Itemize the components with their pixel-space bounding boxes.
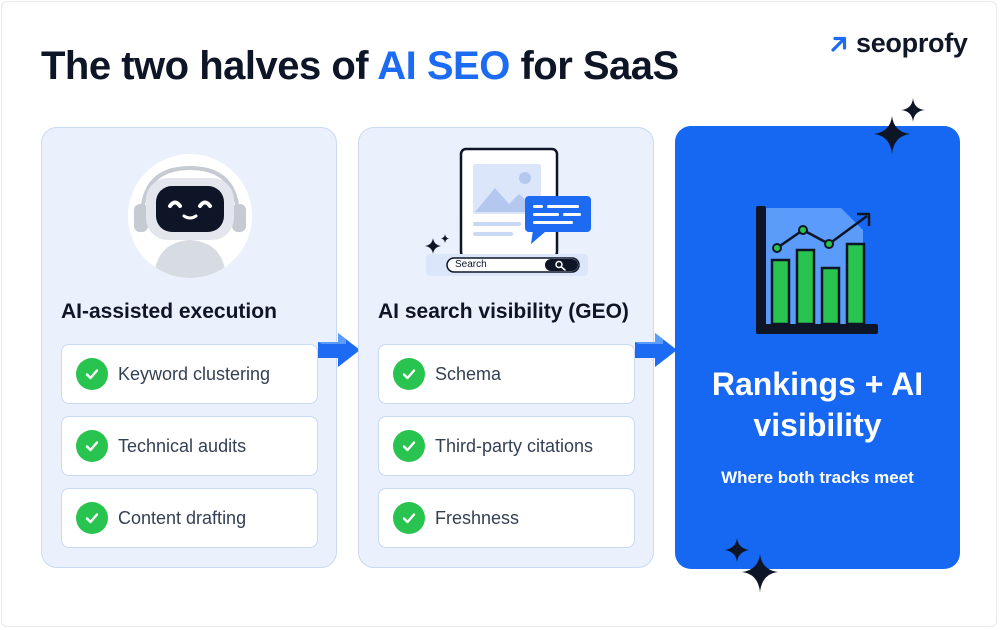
list-item: Schema xyxy=(378,344,635,404)
check-icon xyxy=(76,358,108,390)
bar-chart-icon xyxy=(756,206,878,334)
list-item: Technical audits xyxy=(61,416,318,476)
title-suffix: for SaaS xyxy=(509,44,679,88)
brand-arrow-icon xyxy=(831,36,847,52)
check-icon xyxy=(393,430,425,462)
list-item: Third-party citations xyxy=(378,416,635,476)
arrow-icon xyxy=(635,333,677,367)
brand-name: seoprofy xyxy=(856,28,968,58)
sparkle-icon xyxy=(874,98,925,154)
list-item-label: Freshness xyxy=(435,507,520,528)
sparkle-icon xyxy=(725,538,778,592)
list-item-label: Third-party citations xyxy=(435,435,594,456)
title-prefix: The two halves of xyxy=(41,44,378,88)
result-subtitle: Where both tracks meet xyxy=(721,468,914,487)
ai-execution-panel: AI-assisted execution Keyword clustering… xyxy=(41,127,337,568)
search-label: Search xyxy=(455,259,487,270)
check-icon xyxy=(76,430,108,462)
robot-icon xyxy=(128,154,252,278)
list-item: Content drafting xyxy=(61,488,318,548)
list-item-label: Content drafting xyxy=(118,507,247,528)
list-item-label: Schema xyxy=(435,363,502,384)
arrow-icon xyxy=(318,333,360,367)
search-page-icon xyxy=(425,147,591,276)
brand-logo: seoprofy xyxy=(830,28,968,59)
page-title: The two halves of AI SEO for SaaS xyxy=(41,44,679,89)
panel-heading: AI-assisted execution xyxy=(61,300,277,323)
list-item-label: Technical audits xyxy=(118,435,247,456)
title-highlight: AI SEO xyxy=(377,44,510,88)
result-title: Rankings + AI visibility xyxy=(711,366,924,443)
check-icon xyxy=(76,502,108,534)
check-icon xyxy=(393,358,425,390)
list-item: Freshness xyxy=(378,488,635,548)
panel-heading: AI search visibility (GEO) xyxy=(378,300,629,323)
result-panel: Rankings + AI visibility Where both trac… xyxy=(675,126,960,569)
list-item-label: Keyword clustering xyxy=(118,363,271,384)
geo-panel: Search AI search visibility (GEO) Schema… xyxy=(358,127,654,568)
check-icon xyxy=(393,502,425,534)
list-item: Keyword clustering xyxy=(61,344,318,404)
